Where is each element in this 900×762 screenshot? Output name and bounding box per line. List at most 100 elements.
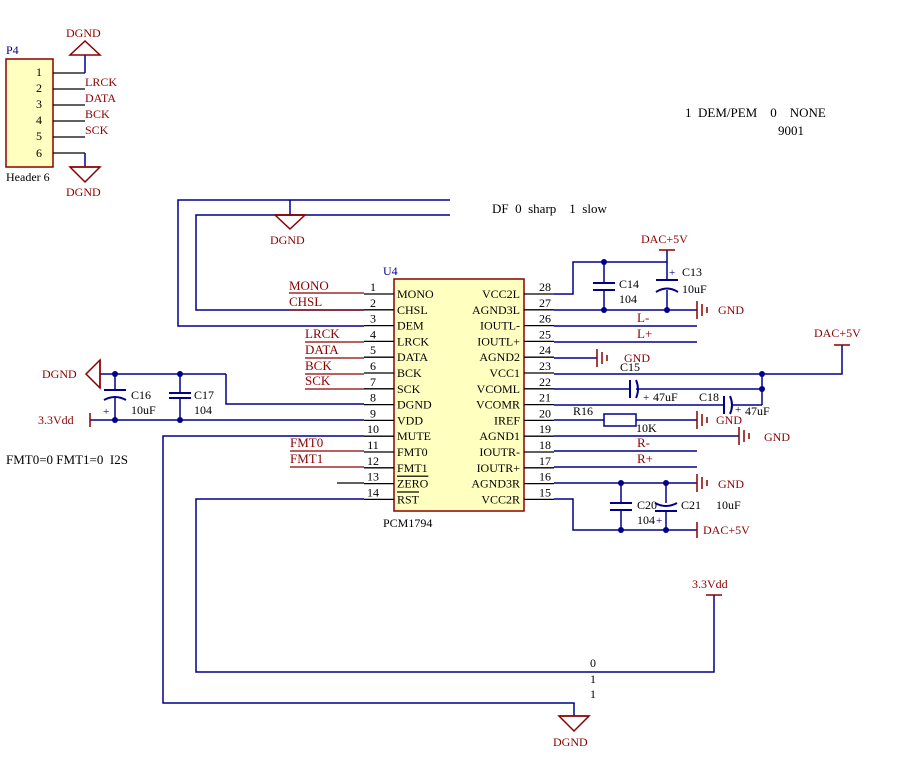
ic-right-pin-number: 28 bbox=[539, 280, 551, 294]
ic-ref: U4 bbox=[383, 264, 398, 278]
ic-left-pin-number: 10 bbox=[367, 422, 379, 436]
ic-left-pin-number: 2 bbox=[370, 296, 376, 310]
gnd-symbol-4 bbox=[738, 427, 750, 445]
net-bck: BCK bbox=[305, 358, 332, 373]
ic-left-pin-name: FMT1 bbox=[397, 461, 428, 475]
header-net-lrck: LRCK bbox=[85, 75, 117, 89]
left-net-labels: MONO CHSL LRCK DATA BCK SCK FMT0 FMT1 bbox=[289, 278, 364, 468]
ic-right-pin-number: 22 bbox=[539, 375, 551, 389]
ic-right-pin-number: 23 bbox=[539, 359, 551, 373]
c16-value: 10uF bbox=[131, 403, 156, 417]
header-net-sck: SCK bbox=[85, 123, 109, 137]
ic-right-pin-number: 16 bbox=[539, 470, 551, 484]
ic-left-pin-number: 9 bbox=[370, 406, 376, 420]
capacitor-c17: C17 104 bbox=[169, 388, 214, 417]
ic-left-pin-number: 4 bbox=[370, 327, 376, 341]
dac5v-label-bottom: DAC+5V bbox=[703, 523, 750, 537]
note-df: DF 0 sharp 1 slow bbox=[492, 201, 607, 216]
header-pin-6: 6 bbox=[36, 146, 42, 160]
capacitor-c16: + C16 10uF bbox=[103, 388, 156, 418]
net-fmt0: FMT0 bbox=[290, 435, 323, 450]
ic-right-pin-number: 15 bbox=[539, 485, 551, 499]
c14-ref: C14 bbox=[619, 277, 639, 291]
ic-right-pin-number: 20 bbox=[539, 406, 551, 420]
dgnd-symbol-header-bottom: DGND bbox=[66, 166, 102, 199]
header-net-data: DATA bbox=[85, 91, 116, 105]
header-pin-4: 4 bbox=[36, 113, 42, 127]
right-junctions bbox=[601, 259, 765, 533]
ic-right-pin-name: IOUTL- bbox=[480, 319, 520, 333]
gnd-label-4: GND bbox=[764, 430, 790, 444]
ic-left-pin-name: MONO bbox=[397, 287, 434, 301]
ic-left-pin-number: 1 bbox=[370, 280, 376, 294]
c21-value: 10uF bbox=[716, 498, 741, 512]
dgnd-label-df: DGND bbox=[270, 233, 305, 247]
note-fmt: FMT0=0 FMT1=0 I2S bbox=[6, 452, 128, 467]
c14-value: 104 bbox=[619, 292, 637, 306]
gnd-label-2: GND bbox=[624, 351, 650, 365]
ic-right-pin-name: AGND3L bbox=[472, 303, 520, 317]
gnd-symbol-1 bbox=[696, 301, 708, 319]
c17-value: 104 bbox=[194, 403, 212, 417]
ic-left-pin-number: 3 bbox=[370, 312, 376, 326]
header-pin-1: 1 bbox=[36, 65, 42, 79]
ic-left-pin-name: RST bbox=[397, 492, 420, 506]
c13-ref: C13 bbox=[682, 265, 702, 279]
ic-left-pin-name: DEM bbox=[397, 319, 424, 333]
left-decoupling bbox=[90, 373, 364, 421]
ic-left-pin-name: DATA bbox=[397, 350, 428, 364]
svg-text:+: + bbox=[643, 392, 649, 404]
c17-ref: C17 bbox=[194, 388, 214, 402]
gnd-label-3: GND bbox=[716, 413, 742, 427]
df-dem-wiring bbox=[177, 199, 450, 327]
dac5v-label-right: DAC+5V bbox=[814, 326, 861, 340]
dgnd-symbol-left: DGND bbox=[42, 358, 101, 390]
ic-left-pin-number: 5 bbox=[370, 343, 376, 357]
ic-left-pin-number: 7 bbox=[370, 375, 376, 389]
ic-left-pin-number: 6 bbox=[370, 359, 376, 373]
net-l-plus: L+ bbox=[637, 326, 652, 341]
gnd-label-5: GND bbox=[718, 477, 744, 491]
ic-right-pin-name: AGND3R bbox=[471, 477, 520, 491]
ic-body bbox=[393, 278, 525, 512]
ic-right-pins: 28VCC2L27AGND3L26IOUTL-25IOUTL+24AGND223… bbox=[471, 280, 554, 506]
ic-left-pin-name: BCK bbox=[397, 366, 422, 380]
note-one-b: 1 bbox=[590, 687, 596, 701]
svg-text:+: + bbox=[656, 515, 662, 527]
dgnd-symbol-df: DGND bbox=[270, 214, 307, 247]
svg-text:+: + bbox=[103, 406, 109, 418]
ic-right-pin-name: VCOMR bbox=[476, 398, 520, 412]
net-fmt1: FMT1 bbox=[290, 451, 323, 466]
dac5v-symbol-top: DAC+5V bbox=[641, 232, 688, 251]
gnd-symbol-3 bbox=[696, 411, 708, 429]
vdd33-label-bottom: 3.3Vdd bbox=[692, 577, 728, 591]
ic-right-pin-name: VCOML bbox=[477, 382, 520, 396]
capacitor-c14: C14 104 bbox=[593, 277, 639, 306]
c13-value: 10uF bbox=[682, 282, 707, 296]
vdd33-label-left: 3.3Vdd bbox=[38, 413, 74, 427]
header-ref: P4 bbox=[6, 43, 19, 57]
ic-right-pin-name: IREF bbox=[494, 413, 520, 427]
ic-right-pin-name: VCC1 bbox=[489, 366, 520, 380]
resistor-r16: R16 10K bbox=[573, 404, 657, 435]
c20-value: 104 bbox=[637, 513, 655, 527]
net-l-minus: L- bbox=[637, 310, 649, 325]
header-pin-5: 5 bbox=[36, 129, 42, 143]
net-r-minus: R- bbox=[637, 435, 650, 450]
ic-right-pin-number: 18 bbox=[539, 438, 551, 452]
ic-right-pin-name: AGND2 bbox=[479, 350, 520, 364]
header-body bbox=[5, 58, 54, 168]
header-p4: P4 Header 6 1 2 3 4 5 6 LRCK DATA BCK SC… bbox=[5, 43, 117, 184]
lower-left-wiring bbox=[162, 435, 715, 716]
r16-ref: R16 bbox=[573, 404, 593, 418]
dgnd-label-header-bottom: DGND bbox=[66, 185, 101, 199]
ic-right-pin-number: 24 bbox=[539, 343, 551, 357]
vdd33-symbol-bottom: 3.3Vdd bbox=[692, 577, 728, 596]
ic-left-pin-name: ZERO bbox=[397, 477, 429, 491]
net-r-plus: R+ bbox=[637, 451, 653, 466]
capacitor-c18: C18 + 47uF bbox=[699, 390, 770, 418]
note-zero: 0 bbox=[590, 656, 596, 670]
ic-left-pin-name: MUTE bbox=[397, 429, 431, 443]
dgnd-symbol-top: DGND bbox=[66, 26, 102, 56]
ic-left-pin-name: DGND bbox=[397, 398, 432, 412]
